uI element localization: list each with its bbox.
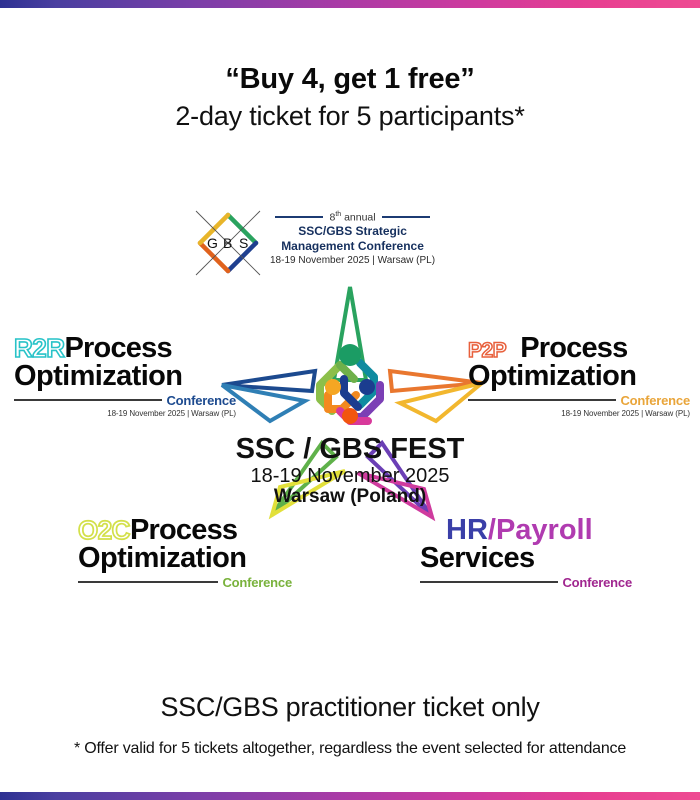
gbs-conference-logo[interactable]: G B S 8th annual SSC/GBS Strategic Manag… [190, 205, 480, 285]
event-logo-hr-payroll[interactable]: HR/Payroll Services Conference [420, 514, 632, 590]
o2c-conference-label: Conference [222, 574, 292, 590]
gbs-rule-left [275, 216, 324, 219]
hrp-conference-row: Conference [420, 575, 632, 590]
o2c-line-2: Optimization [78, 541, 247, 574]
arrow-to-hr-payroll-secondary [356, 471, 436, 522]
gbs-annual-number: 8 [329, 211, 336, 224]
pinwheel-dot-green [339, 344, 361, 366]
hrp-abbr-2: /Payroll [487, 514, 593, 546]
gbs-rule-right [381, 216, 430, 219]
p2p-conference-rule [468, 399, 617, 401]
headline-block: “Buy 4, get 1 free” 2-day ticket for 5 p… [0, 62, 700, 134]
p2p-abbr: P2P [467, 339, 507, 362]
r2r-conference-label: Conference [166, 392, 236, 408]
gbs-annual-ordinal: th [335, 211, 342, 218]
bottom-gradient-bar [0, 792, 700, 800]
gbs-diamond-icon: G B S [190, 205, 266, 281]
footer-line-2: * Offer valid for 5 tickets altogether, … [73, 740, 627, 757]
p2p-line-2: Optimization [468, 359, 637, 392]
headline-line-2: 2-day ticket for 5 participants* [175, 101, 525, 132]
footer-line-1: SSC/GBS practitioner ticket only [160, 692, 540, 722]
hrp-abbr: HR [446, 514, 488, 546]
arrow-to-p2p-secondary [394, 381, 484, 424]
r2r-conference-rule [14, 399, 163, 401]
arrow-to-o2c-secondary [268, 469, 347, 520]
arrow-to-o2c [270, 439, 339, 517]
pinwheel-dot-yellow [325, 379, 341, 395]
hub-date: 18-19 November 2025 [250, 465, 450, 487]
event-logo-o2c[interactable]: O2CProcess Optimization Conference [77, 514, 292, 590]
arrow-to-p2p [387, 368, 483, 394]
p2p-conference-row: Conference [468, 393, 690, 408]
o2c-conference-row: Conference [78, 575, 292, 590]
hub-city: Warsaw (Poland) [273, 486, 427, 507]
hub-title: SSC / GBS FEST [235, 433, 465, 465]
headline-line-1: “Buy 4, get 1 free” [225, 63, 475, 95]
hrp-line-1: HR/Payroll [420, 514, 632, 546]
p2p-line-1: P2P Process [467, 332, 690, 364]
arrow-to-r2r-secondary [220, 383, 311, 424]
gbs-title-line-1: SSC/GBS Strategic [298, 223, 407, 238]
p2p-conference-label: Conference [620, 392, 690, 408]
gbs-annual-label: 8th annual [329, 211, 375, 224]
o2c-abbr: O2C [77, 515, 131, 545]
p2p-date-location: 18-19 November 2025 | Warsaw (PL) [561, 408, 690, 418]
connector-arrows [220, 286, 484, 522]
o2c-line-1: O2CProcess [77, 514, 292, 546]
ssc-gbs-fest-pinwheel-icon [296, 333, 404, 441]
hrp-conference-rule [420, 581, 559, 583]
gbs-date-location: 18-19 November 2025 | Warsaw (PL) [270, 254, 436, 266]
event-logo-r2r[interactable]: R2RProcess Optimization Conference 18-19… [13, 332, 236, 418]
gbs-annual-word: annual [344, 211, 376, 224]
gbs-letter-b: B [223, 235, 232, 251]
o2c-conference-rule [78, 581, 219, 583]
arrow-to-hr-payroll [365, 439, 434, 519]
p2p-process-label: Process [520, 332, 628, 364]
arrow-to-r2r [221, 368, 318, 394]
hrp-conference-label: Conference [562, 574, 632, 590]
event-logo-p2p[interactable]: P2P Process Optimization Conference 18-19… [467, 332, 690, 418]
gbs-letter-s: S [239, 235, 248, 251]
gbs-conference-text: 8th annual SSC/GBS Strategic Management … [270, 205, 435, 266]
r2r-abbr: R2R [13, 333, 66, 363]
r2r-conference-row: Conference [14, 393, 236, 408]
hrp-line-2: Services [420, 541, 535, 574]
hub-text-block: SSC / GBS FEST 18-19 November 2025 Warsa… [0, 433, 700, 508]
o2c-process-label: Process [129, 514, 238, 546]
gbs-letter-g: G [207, 235, 218, 251]
pinwheel-dot-blue [359, 379, 375, 395]
r2r-line-2: Optimization [14, 359, 183, 392]
r2r-date-location: 18-19 November 2025 | Warsaw (PL) [107, 408, 236, 418]
top-gradient-bar [0, 0, 700, 8]
r2r-line-1: R2RProcess [13, 332, 236, 364]
event-constellation: G B S 8th annual SSC/GBS Strategic Manag… [0, 195, 700, 635]
gbs-annual-row: 8th annual [270, 211, 435, 224]
gbs-title-line-2: Management Conference [281, 238, 424, 253]
pinwheel-dot-orange [342, 408, 358, 424]
r2r-process-label: Process [64, 332, 173, 364]
